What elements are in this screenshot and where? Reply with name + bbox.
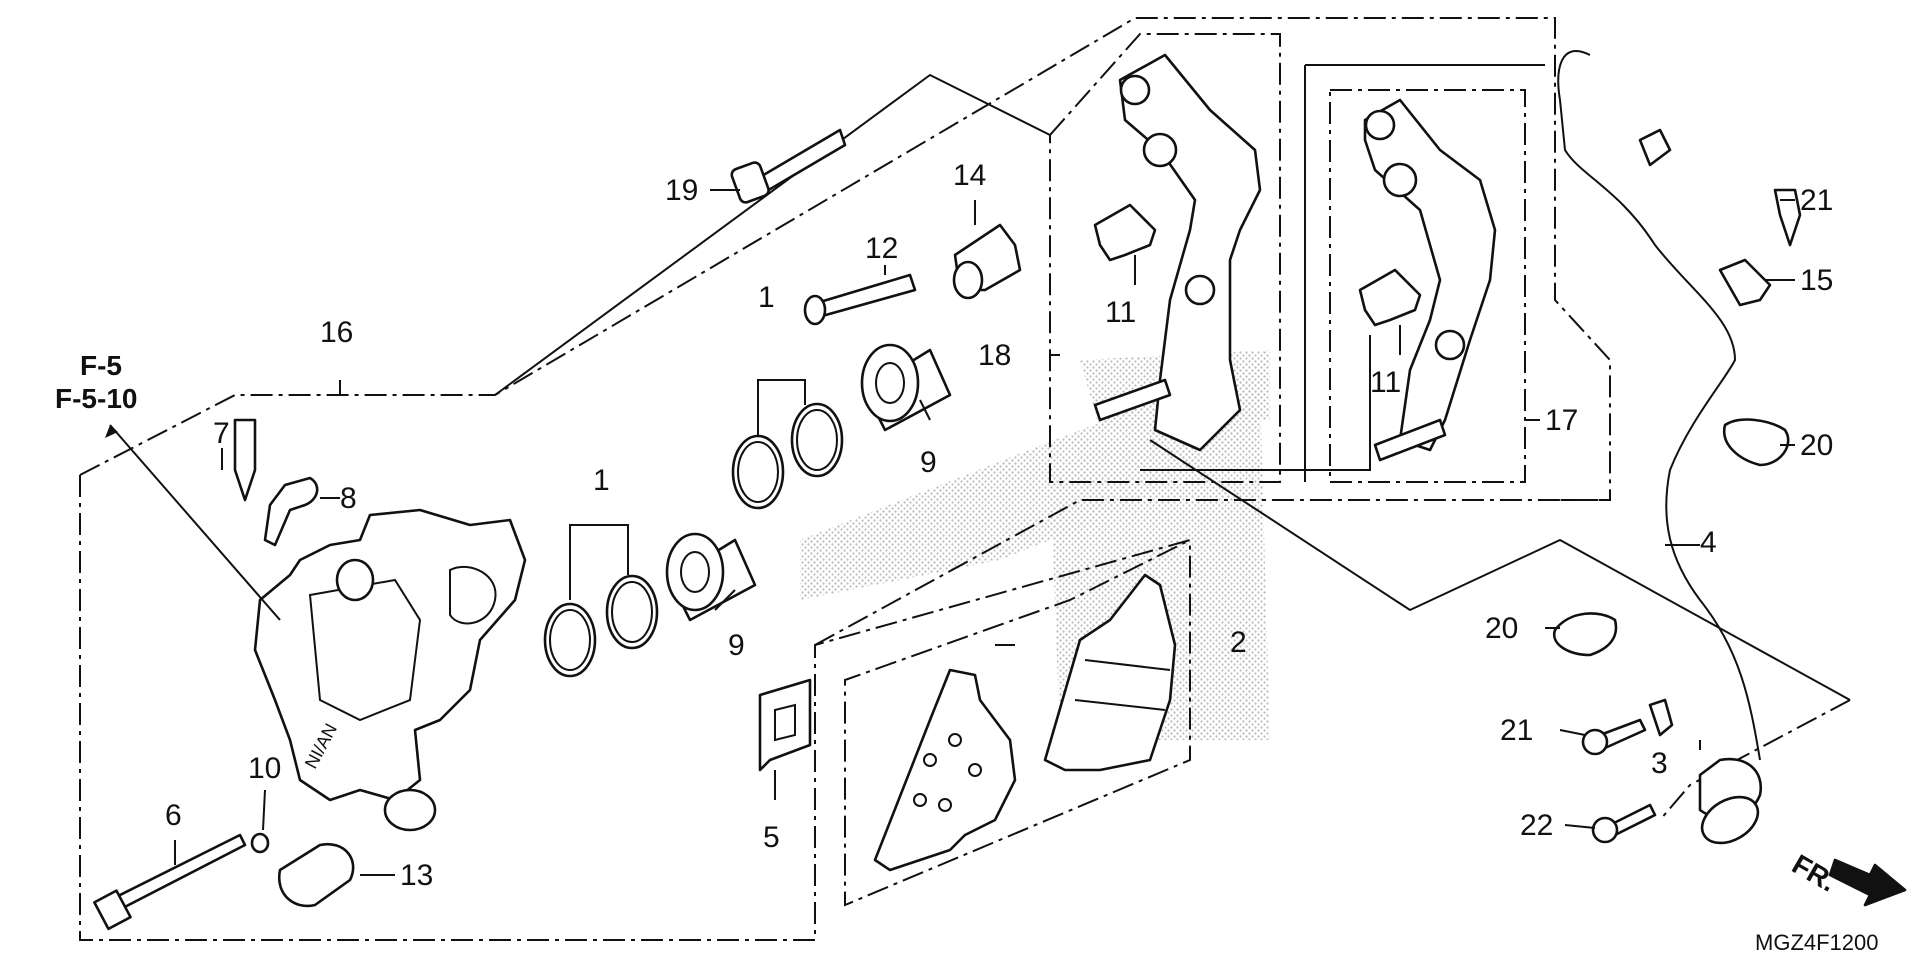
diagram-code: MGZ4F1200 — [1755, 930, 1879, 955]
assembly-group-outlines — [79, 17, 1851, 941]
callout-14: 14 — [953, 159, 986, 192]
slide-pins-and-bolts — [93, 128, 917, 931]
callout-10: 10 — [248, 752, 281, 785]
speed-sensor-harness — [1557, 50, 1763, 845]
reference-line-1: F-5 — [80, 350, 122, 381]
callout-16: 16 — [320, 316, 353, 349]
direction-label: FR. — [1787, 848, 1842, 897]
callout-1-lower: 1 — [593, 464, 610, 497]
callout-9-upper: 9 — [920, 446, 937, 479]
clamps-and-bolts — [1552, 188, 1802, 844]
callout-11-left: 11 — [1105, 296, 1136, 329]
pad-retainer-clips — [1093, 203, 1422, 327]
callout-18: 18 — [978, 339, 1011, 372]
callout-20-lower: 20 — [1485, 612, 1518, 645]
callout-22: 22 — [1520, 809, 1553, 842]
callout-3: 3 — [1651, 747, 1668, 780]
callout-2: 2 — [1230, 626, 1247, 659]
callout-20-upper: 20 — [1800, 429, 1833, 462]
callout-13: 13 — [400, 859, 433, 892]
callout-15: 15 — [1800, 264, 1833, 297]
brake-pads — [873, 573, 1177, 872]
callout-12: 12 — [865, 232, 898, 265]
callout-21-upper: 21 — [1800, 184, 1833, 217]
pad-spring — [758, 678, 812, 772]
assembly-leaders — [494, 73, 1851, 701]
callout-8: 8 — [340, 482, 357, 515]
callout-19: 19 — [665, 174, 698, 207]
callout-leaders — [105, 189, 1795, 876]
callout-9-lower: 9 — [728, 629, 745, 662]
callout-17: 17 — [1545, 404, 1578, 437]
caliper-brackets — [1093, 53, 1497, 462]
callout-labels: 1 1 2 3 4 5 6 7 8 9 9 10 11 11 12 13 14 … — [165, 159, 1833, 892]
pin-boot — [952, 223, 1022, 300]
callout-6: 6 — [165, 799, 182, 832]
callout-1-upper: 1 — [758, 281, 775, 314]
callout-11-right: 11 — [1370, 366, 1401, 399]
caliper-body: NI/AN — [253, 508, 527, 832]
front-direction-arrow — [1828, 858, 1907, 907]
callout-21-lower: 21 — [1500, 714, 1533, 747]
reference-line-2: F-5-10 — [55, 383, 137, 414]
callout-7: 7 — [213, 417, 230, 450]
pistons — [665, 343, 952, 622]
caliper-seals — [543, 402, 844, 678]
callout-4: 4 — [1700, 526, 1717, 559]
callout-5: 5 — [763, 821, 780, 854]
